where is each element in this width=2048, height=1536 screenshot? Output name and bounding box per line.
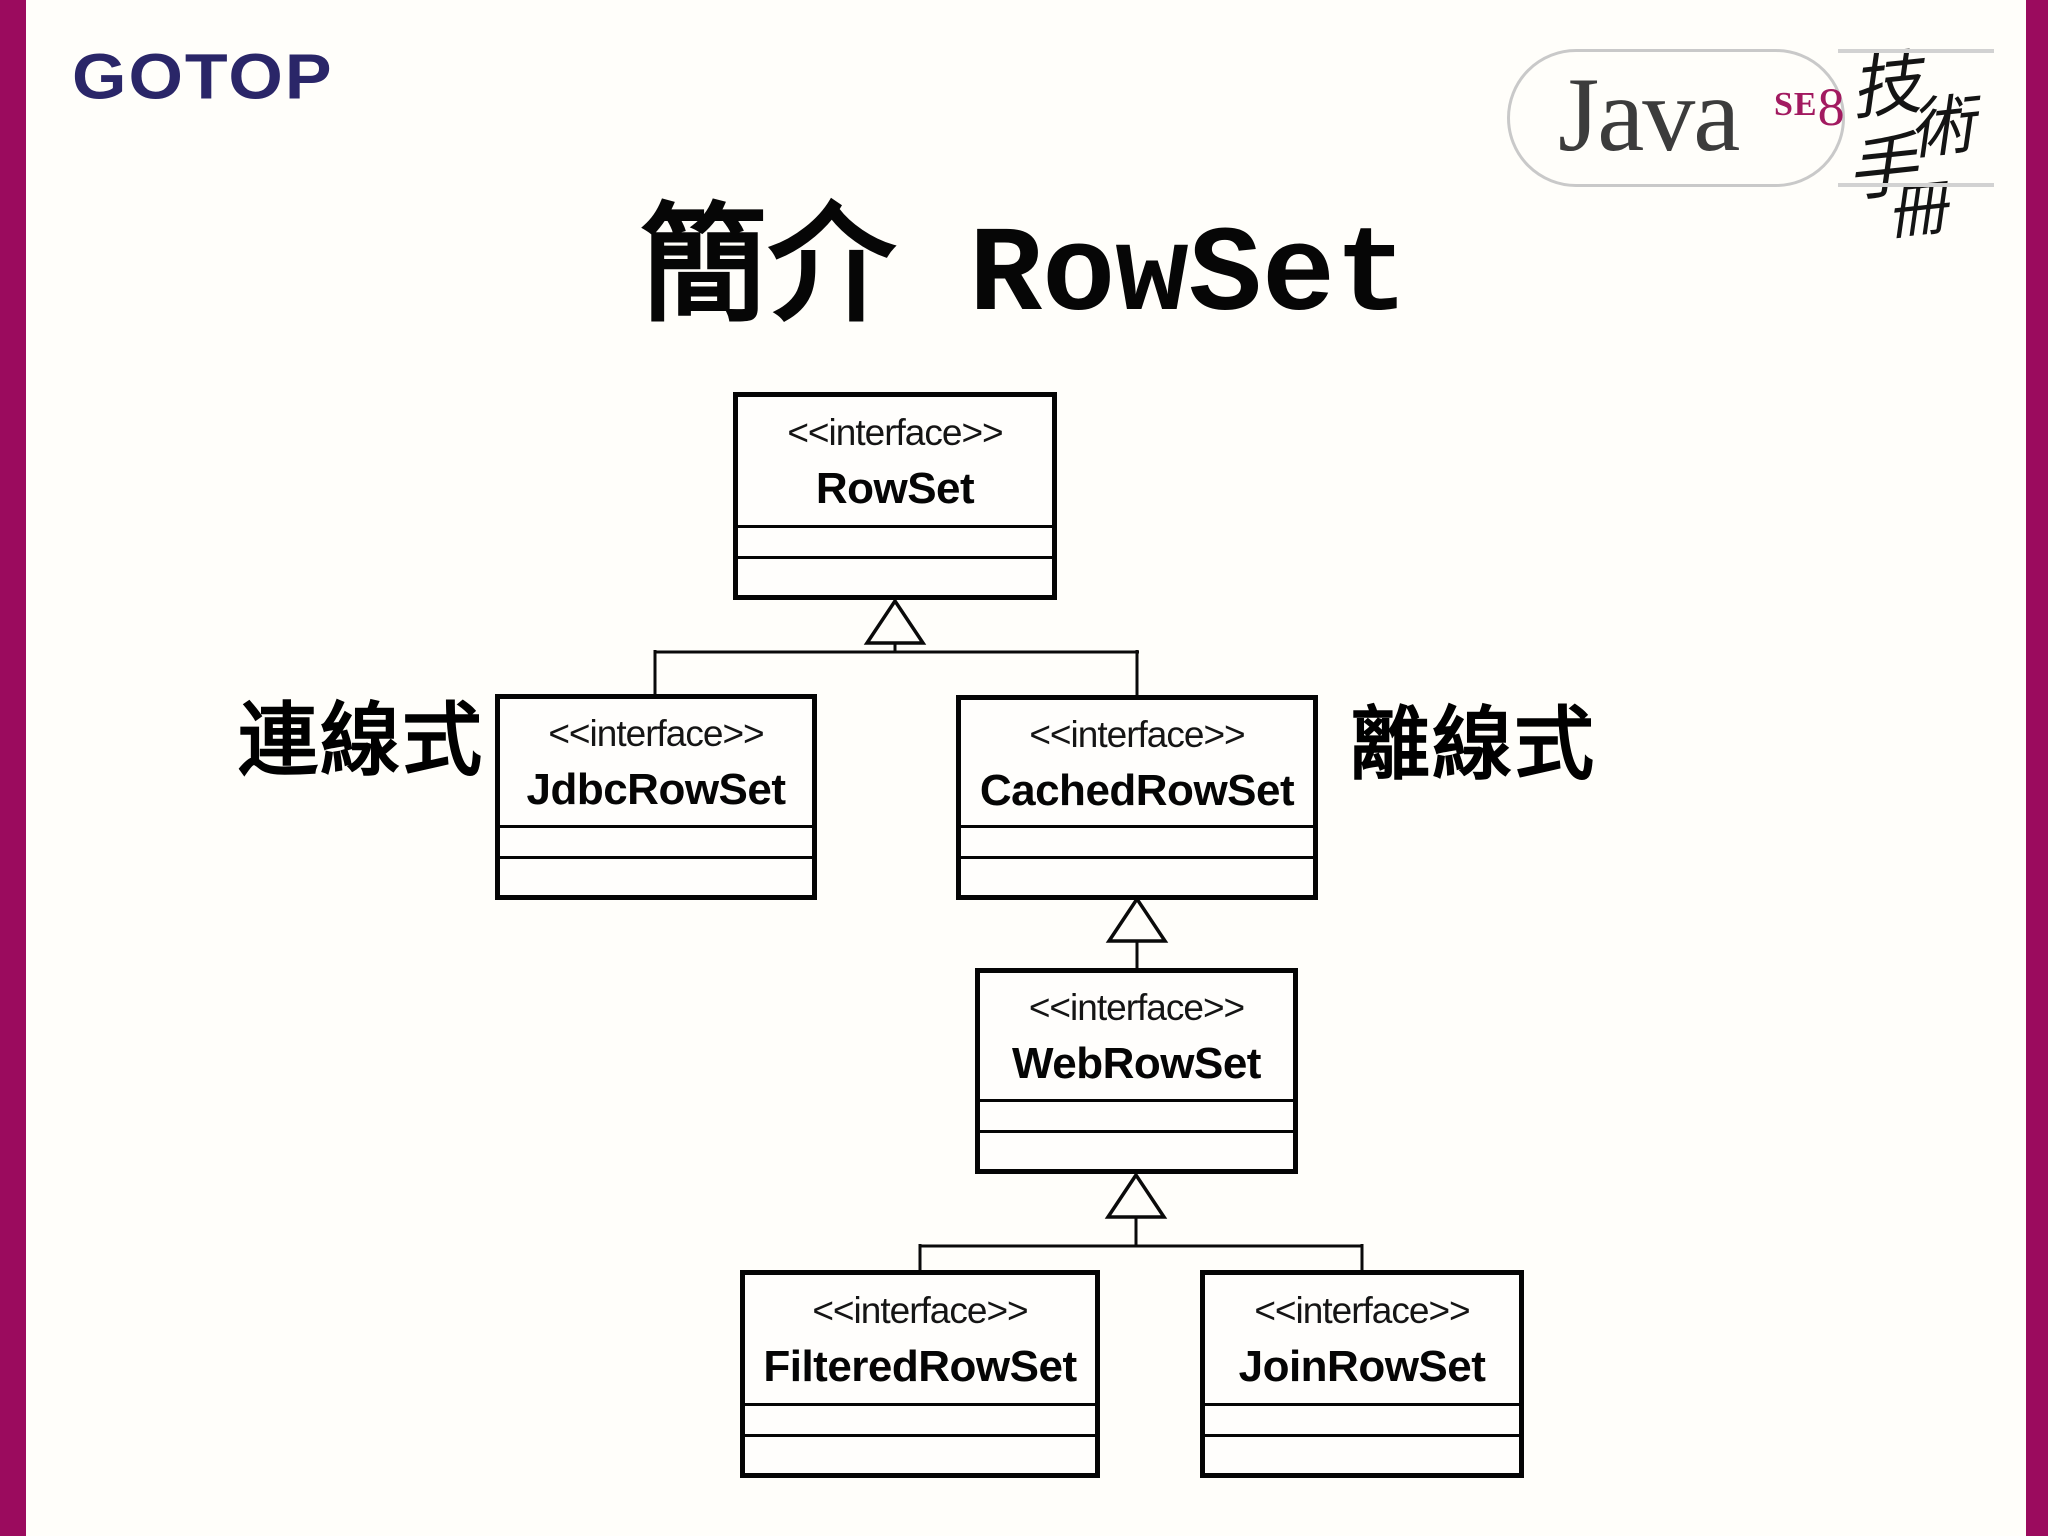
annotation-connected: 連線式 [238, 698, 484, 786]
java-se-label: SE [1774, 86, 1818, 123]
uml-box-jdbcrowset: <<interface>> JdbcRowSet [495, 694, 817, 900]
uml-name-compartment: <<interface>> CachedRowSet [961, 700, 1313, 825]
stereotype-label: <<interface>> [1029, 713, 1245, 755]
uml-box-cachedrowset: <<interface>> CachedRowSet [956, 695, 1318, 900]
right-accent-bar [2026, 0, 2048, 1536]
stereotype-label: <<interface>> [548, 713, 764, 754]
java-logo-text: Java [1558, 56, 1740, 173]
uml-attributes-compartment [1205, 1403, 1519, 1434]
uml-attributes-compartment [961, 825, 1313, 856]
stereotype-label: <<interface>> [787, 412, 1003, 453]
java-logo-capsule [1507, 49, 1845, 187]
java-se8-badge: SE8 [1774, 80, 1846, 134]
uml-operations-compartment [1205, 1434, 1519, 1473]
uml-attributes-compartment [500, 825, 812, 856]
class-name: JdbcRowSet [526, 765, 786, 814]
uml-operations-compartment [745, 1434, 1095, 1473]
stereotype-label: <<interface>> [1254, 1290, 1470, 1331]
class-name: CachedRowSet [979, 765, 1295, 815]
page-title-cjk: 簡介 [639, 195, 896, 337]
uml-operations-compartment [500, 856, 812, 895]
uml-attributes-compartment [980, 1099, 1293, 1130]
class-name: RowSet [815, 464, 975, 513]
uml-operations-compartment [738, 556, 1052, 595]
class-name: JoinRowSet [1238, 1342, 1486, 1391]
generalization-arrow-cachedrowset [1105, 895, 1169, 943]
uml-attributes-compartment [738, 525, 1052, 556]
java-8-numeral: 8 [1817, 77, 1846, 137]
generalization-arrow-rowset [863, 597, 927, 645]
uml-operations-compartment [961, 856, 1313, 895]
uml-name-compartment: <<interface>> RowSet [738, 397, 1052, 525]
uml-operations-compartment [980, 1130, 1293, 1169]
class-name: WebRowSet [1012, 1039, 1261, 1088]
uml-name-compartment: <<interface>> FilteredRowSet [745, 1275, 1095, 1403]
page-title-rowset: RowSet [968, 207, 1409, 346]
stereotype-label: <<interface>> [812, 1290, 1028, 1331]
uml-name-compartment: <<interface>> JdbcRowSet [500, 699, 812, 825]
uml-box-webrowset: <<interface>> WebRowSet [975, 968, 1298, 1174]
stereotype-label: <<interface>> [1028, 987, 1245, 1028]
generalization-arrow-webrowset [1104, 1171, 1168, 1219]
gotop-logo: GOTOP [72, 40, 334, 113]
page-title: 簡介 RowSet [0, 196, 2048, 347]
uml-attributes-compartment [745, 1403, 1095, 1434]
left-accent-bar [0, 0, 26, 1536]
annotation-offline: 離線式 [1350, 702, 1596, 790]
uml-box-joinrowset: <<interface>> JoinRowSet [1200, 1270, 1524, 1478]
uml-name-compartment: <<interface>> JoinRowSet [1205, 1275, 1519, 1403]
page-title-code [896, 207, 969, 346]
uml-box-rowset: <<interface>> RowSet [733, 392, 1057, 600]
class-name: FilteredRowSet [763, 1342, 1077, 1391]
uml-name-compartment: <<interface>> WebRowSet [980, 973, 1293, 1099]
uml-box-filteredrowset: <<interface>> FilteredRowSet [740, 1270, 1100, 1478]
